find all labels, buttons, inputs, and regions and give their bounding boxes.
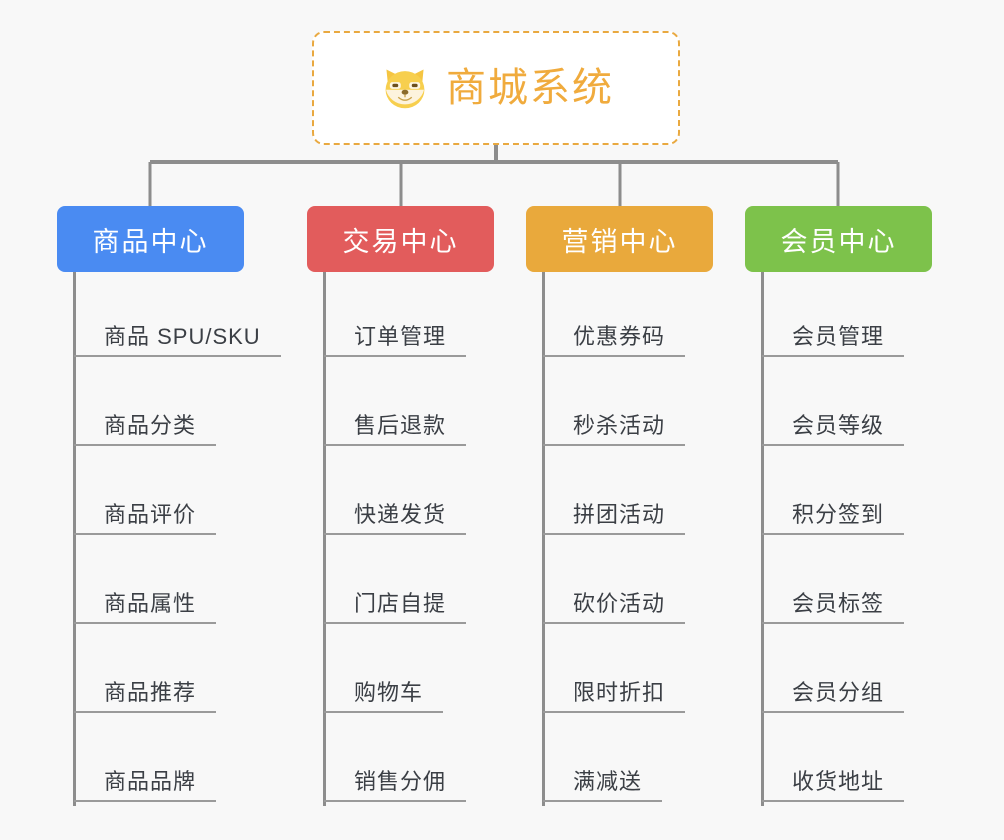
- leaf-item[interactable]: 商品推荐: [74, 628, 244, 717]
- leaf-item[interactable]: 限时折扣: [543, 628, 713, 717]
- shiba-dog-face-icon: [385, 69, 425, 109]
- leaf-item[interactable]: 拼团活动: [543, 450, 713, 539]
- leaf-label: 商品分类: [74, 413, 217, 446]
- root-node[interactable]: 商城系统: [312, 31, 680, 145]
- branch-1: 商品中心商品 SPU/SKU 商品分类商品评价商品属性商品推荐商品品牌: [57, 206, 281, 806]
- leaf-item[interactable]: 快递发货: [324, 450, 494, 539]
- leaf-item[interactable]: 售后退款: [324, 361, 494, 450]
- leaf-item[interactable]: 订单管理: [324, 272, 494, 361]
- leaf-label: 商品推荐: [74, 680, 217, 713]
- category-box-3[interactable]: 营销中心: [526, 206, 713, 272]
- root-title: 商城系统: [446, 66, 614, 110]
- leaf-item[interactable]: 销售分佣: [324, 717, 494, 806]
- category-label: 营销中心: [561, 226, 678, 257]
- leaf-list-3: 优惠券码秒杀活动拼团活动砍价活动限时折扣满减送: [526, 272, 713, 806]
- leaf-label: 快递发货: [324, 502, 467, 535]
- leaf-list-2: 订单管理售后退款快递发货门店自提购物车销售分佣: [307, 272, 494, 806]
- leaf-label: 优惠券码: [543, 324, 686, 357]
- branch-3: 营销中心优惠券码秒杀活动拼团活动砍价活动限时折扣满减送: [526, 206, 713, 806]
- leaf-label: 门店自提: [324, 591, 467, 624]
- leaf-label: 会员管理: [762, 324, 905, 357]
- leaf-item[interactable]: 会员管理: [762, 272, 932, 361]
- leaf-item[interactable]: 购物车: [324, 628, 494, 717]
- leaf-item[interactable]: 商品品牌: [74, 717, 244, 806]
- category-box-4[interactable]: 会员中心: [745, 206, 932, 272]
- leaf-item[interactable]: 会员分组: [762, 628, 932, 717]
- category-label: 会员中心: [780, 226, 897, 257]
- category-label: 交易中心: [342, 226, 459, 257]
- leaf-label: 砍价活动: [543, 591, 686, 624]
- leaf-item[interactable]: 砍价活动: [543, 539, 713, 628]
- leaf-label: 会员等级: [762, 413, 905, 446]
- leaf-label: 会员标签: [762, 591, 905, 624]
- leaf-item[interactable]: 收货地址: [762, 717, 932, 806]
- leaf-label: 满减送: [543, 769, 663, 802]
- branch-2: 交易中心订单管理售后退款快递发货门店自提购物车销售分佣: [307, 206, 494, 806]
- leaf-label: 会员分组: [762, 680, 905, 713]
- leaf-label: 销售分佣: [324, 769, 467, 802]
- leaf-item[interactable]: 商品 SPU/SKU: [74, 272, 281, 361]
- category-box-1[interactable]: 商品中心: [57, 206, 244, 272]
- leaf-label: 商品品牌: [74, 769, 217, 802]
- leaf-item[interactable]: 优惠券码: [543, 272, 713, 361]
- leaf-item[interactable]: 秒杀活动: [543, 361, 713, 450]
- leaf-item[interactable]: 商品评价: [74, 450, 244, 539]
- leaf-item[interactable]: 满减送: [543, 717, 713, 806]
- leaf-item[interactable]: 会员等级: [762, 361, 932, 450]
- leaf-label: 收货地址: [762, 769, 905, 802]
- leaf-label: 售后退款: [324, 413, 467, 446]
- leaf-item[interactable]: 会员标签: [762, 539, 932, 628]
- leaf-label: 限时折扣: [543, 680, 686, 713]
- leaf-item[interactable]: 商品分类: [74, 361, 244, 450]
- leaf-label: 购物车: [324, 680, 444, 713]
- leaf-list-4: 会员管理会员等级积分签到会员标签会员分组收货地址: [745, 272, 932, 806]
- leaf-item[interactable]: 门店自提: [324, 539, 494, 628]
- leaf-label: 秒杀活动: [543, 413, 686, 446]
- leaf-label: 积分签到: [762, 502, 905, 535]
- leaf-item[interactable]: 积分签到: [762, 450, 932, 539]
- leaf-list-1: 商品 SPU/SKU 商品分类商品评价商品属性商品推荐商品品牌: [57, 272, 281, 806]
- leaf-label: 拼团活动: [543, 502, 686, 535]
- leaf-item[interactable]: 商品属性: [74, 539, 244, 628]
- leaf-label: 商品评价: [74, 502, 217, 535]
- category-box-2[interactable]: 交易中心: [307, 206, 494, 272]
- category-label: 商品中心: [92, 226, 209, 257]
- leaf-label: 商品属性: [74, 591, 217, 624]
- branch-4: 会员中心会员管理会员等级积分签到会员标签会员分组收货地址: [745, 206, 932, 806]
- leaf-label: 商品 SPU/SKU: [74, 324, 281, 357]
- leaf-label: 订单管理: [324, 324, 467, 357]
